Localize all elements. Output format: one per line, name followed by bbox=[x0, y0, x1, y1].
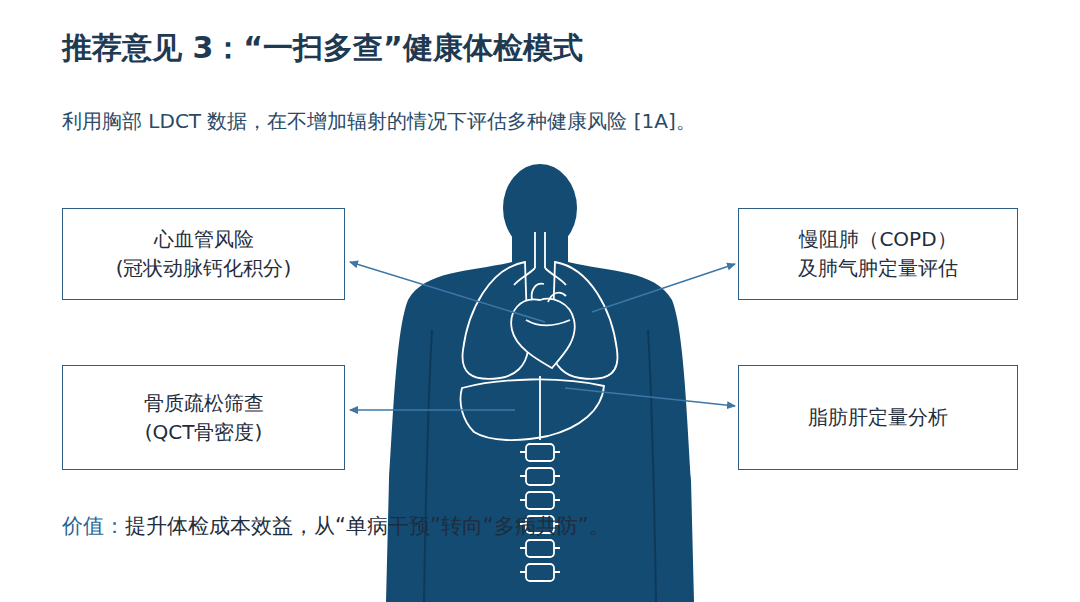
title: 推荐意见 3：“一扫多查”健康体检模式 bbox=[62, 28, 583, 69]
bronchi bbox=[514, 268, 566, 285]
leader-line bbox=[565, 388, 735, 406]
vertebra bbox=[526, 444, 554, 461]
vertebra bbox=[526, 540, 554, 557]
value-line: 价值：提升体检成本效益，从“单病干预”转向“多病共防”。 bbox=[62, 512, 610, 540]
value-text: 提升体检成本效益，从“单病干预”转向“多病共防”。 bbox=[125, 512, 610, 540]
vertebra-process bbox=[520, 547, 560, 549]
info-box: 脂肪肝定量分析 bbox=[738, 365, 1018, 470]
box-body: (QCT骨密度) bbox=[145, 418, 263, 447]
info-box: 心血管风险(冠状动脉钙化积分) bbox=[62, 208, 345, 300]
spine-line bbox=[539, 376, 541, 440]
value-prefix: 价值： bbox=[62, 512, 125, 540]
box-heading: 慢阻肺（COPD） bbox=[799, 225, 956, 254]
organs bbox=[461, 232, 618, 440]
heart bbox=[511, 299, 575, 368]
box-heading: 骨质疏松筛查 bbox=[144, 389, 264, 418]
leader-line bbox=[592, 264, 735, 312]
torso bbox=[386, 235, 694, 602]
vertebra-process bbox=[520, 571, 560, 573]
leader-line bbox=[350, 409, 515, 411]
info-box: 骨质疏松筛查(QCT骨密度) bbox=[62, 365, 345, 470]
box-heading: 心血管风险 bbox=[154, 225, 254, 254]
box-heading: 脂肪肝定量分析 bbox=[808, 403, 948, 432]
leader-lines bbox=[350, 262, 735, 410]
vertebra bbox=[526, 492, 554, 509]
box-body: (冠状动脉钙化积分) bbox=[116, 254, 292, 283]
vertebra-process bbox=[520, 499, 560, 501]
info-box: 慢阻肺（COPD）及肺气肿定量评估 bbox=[738, 208, 1018, 300]
arm-contour bbox=[424, 330, 656, 602]
vertebra-process bbox=[520, 451, 560, 453]
vertebra bbox=[526, 564, 554, 581]
vertebra bbox=[526, 468, 554, 485]
vertebra-process bbox=[520, 475, 560, 477]
trachea bbox=[535, 232, 545, 268]
heart-vessels bbox=[526, 284, 570, 326]
leader-line bbox=[350, 262, 545, 322]
box-body: 及肺气肿定量评估 bbox=[798, 254, 958, 283]
spine bbox=[520, 444, 560, 581]
subtitle: 利用胸部 LDCT 数据，在不增加辐射的情况下评估多种健康风险 [1A]。 bbox=[62, 108, 696, 135]
